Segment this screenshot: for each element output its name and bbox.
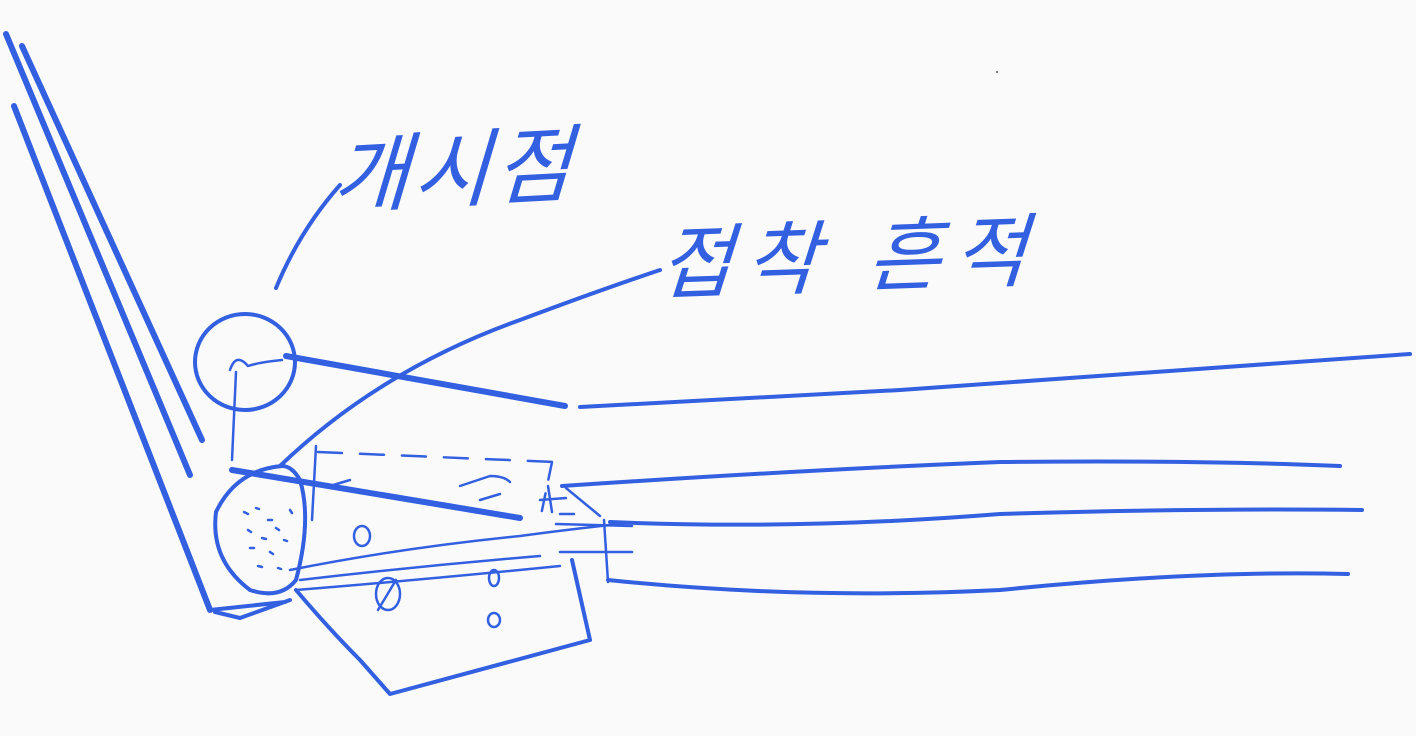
jeopchak-heunjeok-label: 접착 흔적 [656, 204, 1043, 312]
dashed-right-line [538, 460, 554, 522]
gaejeom-leader-line [274, 183, 342, 290]
diagonal-line-1 [3, 31, 193, 478]
left-diagonal-board [3, 31, 292, 620]
layer-line-3 [608, 507, 1364, 527]
diagonal-line-3 [11, 103, 213, 613]
lower-block-mark [538, 484, 576, 516]
layer-line-2 [560, 459, 1342, 488]
jeopchak-leader-line [278, 268, 662, 468]
adhesive-blob [213, 464, 308, 596]
gaejeom-label: 개시점 [329, 115, 579, 227]
adhesive-blob-outline [213, 464, 308, 596]
lower-block-left [294, 588, 306, 602]
strand-lines [288, 522, 622, 592]
top-layer-line [578, 352, 1412, 409]
lower-block-outline [294, 558, 592, 696]
start-point-circle [193, 312, 297, 412]
dashed-box [310, 444, 557, 522]
top-layer [283, 352, 1412, 409]
dashed-top-line [316, 450, 557, 464]
lower-block-holes [352, 524, 502, 629]
stray-dot [996, 71, 998, 73]
start-point-marker [193, 312, 297, 462]
middle-layers [554, 459, 1364, 596]
layer-short-1 [554, 522, 634, 528]
middle-slope-line [229, 467, 523, 521]
block-right-edge [564, 486, 602, 518]
diagonal-line-2 [19, 43, 205, 443]
start-point-drop [230, 370, 238, 462]
adhesive-dots [242, 506, 294, 571]
lower-block [294, 484, 592, 696]
top-layer-slope [283, 353, 568, 409]
board-corner [208, 598, 292, 620]
layer-line-4 [606, 571, 1350, 596]
start-point-crack [228, 358, 284, 372]
